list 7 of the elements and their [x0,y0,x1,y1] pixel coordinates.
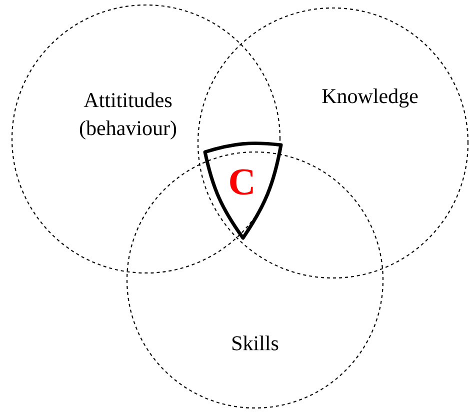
dashed-circle [11,4,281,274]
shield-outline: C [203,142,283,240]
circle-label: Knowledge [322,88,418,108]
circle-label: Attititudes (behaviour) [80,92,176,140]
dashed-circle [126,151,384,409]
dashed-circle [197,7,469,279]
circle-label: Skills [232,336,278,350]
